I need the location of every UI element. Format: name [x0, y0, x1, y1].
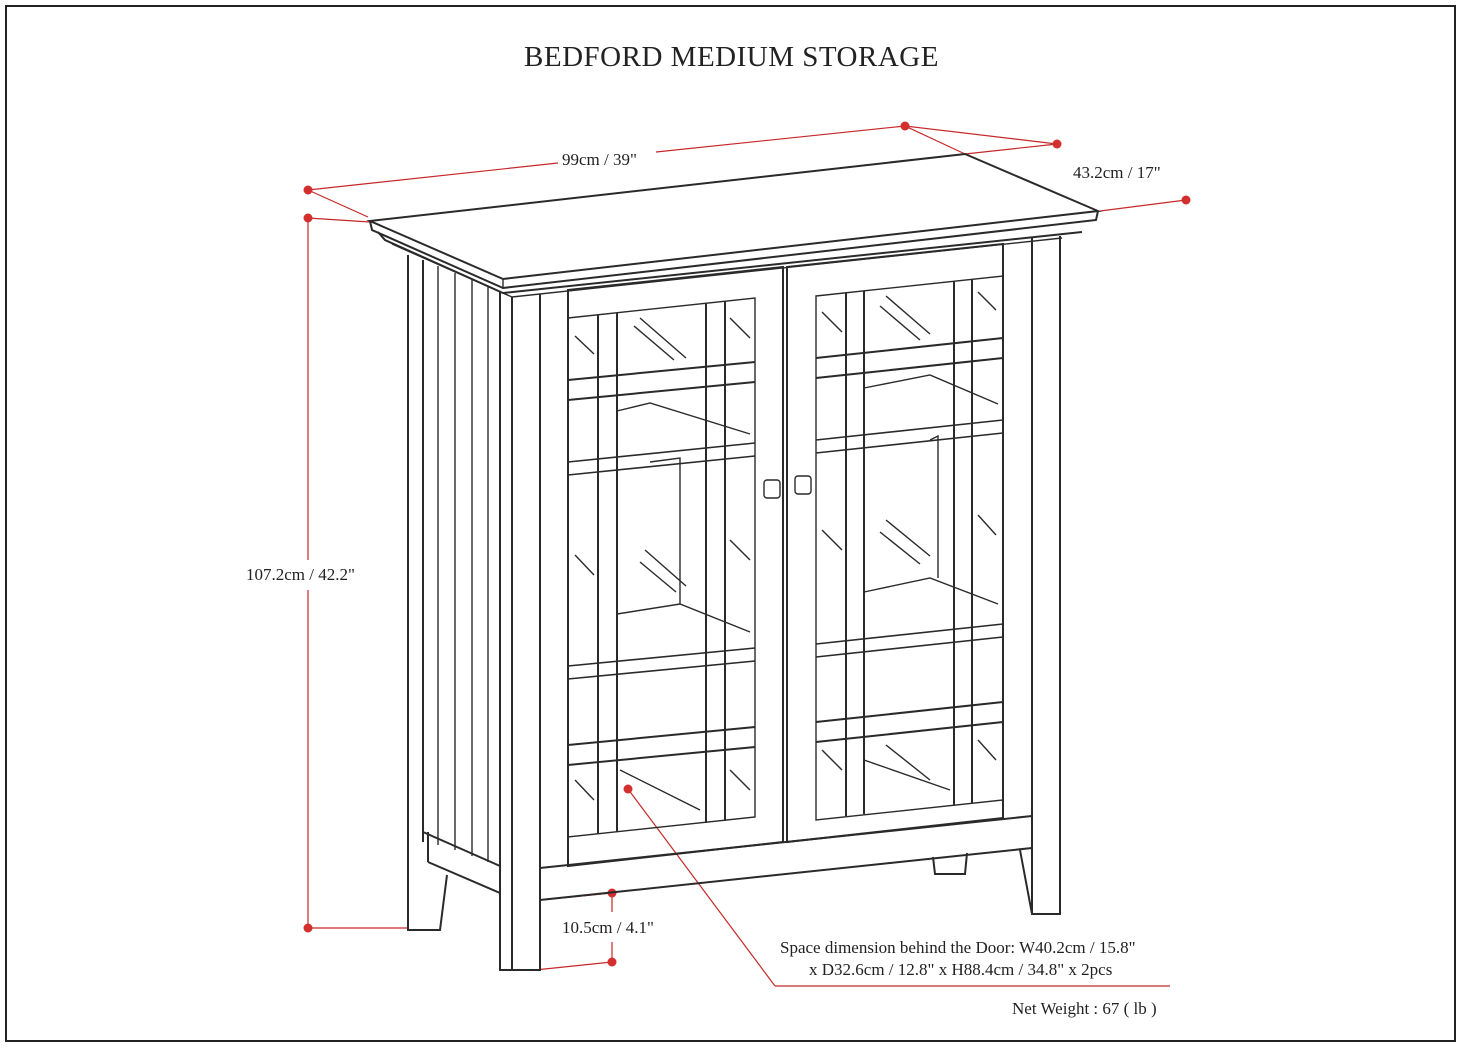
dimension-lines: [307, 125, 1187, 987]
height-dimension-label: 107.2cm / 42.2": [246, 565, 355, 584]
left-door: [567, 265, 784, 868]
width-dimension-label: 99cm / 39": [562, 150, 637, 169]
leg-height-dimension-label: 10.5cm / 4.1": [562, 918, 654, 937]
cabinet-side: [407, 255, 501, 970]
space-dimension-line2: x D32.6cm / 12.8" x H88.4cm / 34.8" x 2p…: [809, 960, 1113, 979]
net-weight-label: Net Weight : 67 ( lb ): [1012, 999, 1157, 1018]
depth-dimension-label: 43.2cm / 17": [1073, 163, 1161, 182]
diagram-title: BEDFORD MEDIUM STORAGE: [524, 41, 939, 73]
dimension-dots: [303, 121, 1191, 967]
cabinet-top: [366, 152, 1102, 298]
right-door: [786, 242, 1004, 844]
diagram-frame: [5, 5, 1456, 1042]
cabinet-front-frame: [499, 236, 1061, 971]
space-dimension-line1: Space dimension behind the Door: W40.2cm…: [780, 938, 1136, 957]
